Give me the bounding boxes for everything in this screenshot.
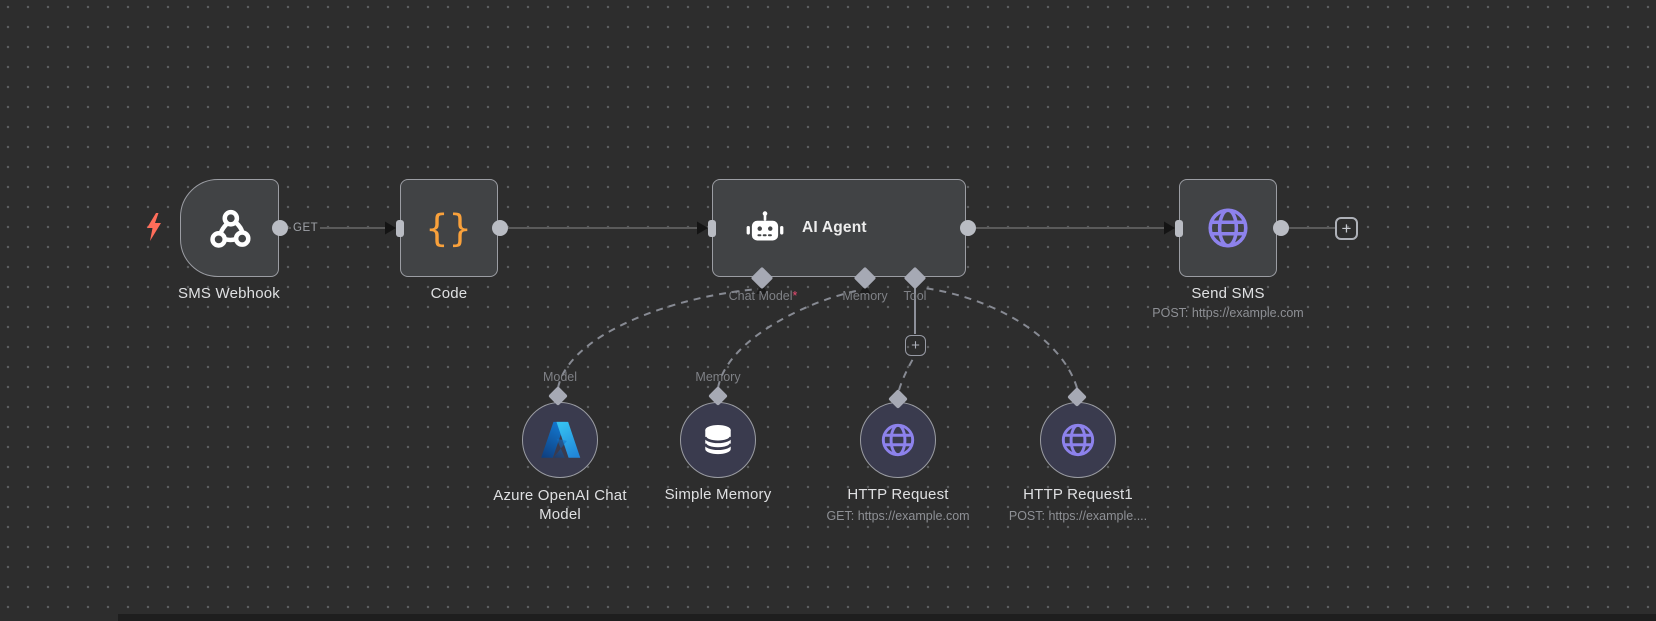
- azure-model-port-label: Model: [542, 370, 578, 384]
- send-sms-label: Send SMS: [1191, 285, 1265, 302]
- webhook-output-port[interactable]: [272, 220, 288, 236]
- arrowhead-icon: [1164, 221, 1175, 235]
- code-label: Code: [430, 285, 468, 302]
- required-asterisk: *: [792, 289, 798, 303]
- connection-memory-to-agent[interactable]: [717, 289, 862, 389]
- webhook-icon: [209, 209, 251, 248]
- send-sms-input-port[interactable]: [1175, 220, 1183, 237]
- simple-memory-label: Simple Memory: [664, 486, 772, 503]
- ai-agent-output-port[interactable]: [960, 220, 976, 236]
- arrowhead-icon: [697, 221, 708, 235]
- globe-icon: [1208, 208, 1248, 248]
- code-output-port[interactable]: [492, 220, 508, 236]
- connection-label-get: GET: [291, 221, 321, 236]
- node-code[interactable]: {}: [400, 179, 498, 277]
- connection-httprequest1-to-tool[interactable]: [923, 287, 1078, 389]
- database-icon: [703, 425, 733, 455]
- arrowhead-icon: [756, 284, 768, 294]
- http-request-label: HTTP Request: [847, 486, 949, 503]
- node-simple-memory[interactable]: [680, 402, 756, 478]
- memory-port-label: Memory: [842, 289, 888, 303]
- node-azure-openai-chat-model[interactable]: [522, 402, 598, 478]
- http-request1-subtitle: POST: https://example....: [1008, 509, 1148, 523]
- simple-memory-port-label: Memory: [695, 370, 741, 384]
- tool-port-label: Tool: [903, 289, 927, 303]
- lightning-trigger-icon: [147, 213, 161, 241]
- ai-agent-input-port[interactable]: [708, 220, 716, 237]
- robot-icon: [746, 211, 784, 241]
- globe-icon: [1061, 423, 1095, 457]
- node-send-sms[interactable]: [1179, 179, 1277, 277]
- http-request-subtitle: GET: https://example.com: [826, 509, 970, 523]
- add-tool-button[interactable]: +: [905, 335, 926, 356]
- code-input-port[interactable]: [396, 220, 404, 237]
- bottom-edge-bar: [118, 614, 1656, 621]
- node-ai-agent[interactable]: AI Agent: [712, 179, 966, 277]
- ai-agent-title: AI Agent: [802, 219, 867, 236]
- connection-httprequest-to-tool[interactable]: [898, 356, 915, 391]
- chat-model-port-text: Chat Model: [728, 289, 793, 303]
- send-sms-subtitle: POST: https://example.com: [1152, 306, 1304, 320]
- http-request1-label: HTTP Request1: [1023, 486, 1133, 503]
- azure-icon: [541, 421, 581, 458]
- chat-model-port-label: Chat Model*: [729, 289, 798, 303]
- add-next-node-button[interactable]: +: [1335, 217, 1358, 240]
- sms-webhook-label: SMS Webhook: [178, 285, 280, 302]
- arrowhead-icon: [385, 221, 396, 235]
- node-http-request1[interactable]: [1040, 402, 1116, 478]
- node-sms-webhook[interactable]: [180, 179, 279, 277]
- connection-azure-to-chatmodel[interactable]: [557, 288, 759, 389]
- node-http-request[interactable]: [860, 402, 936, 478]
- send-sms-output-port[interactable]: [1273, 220, 1289, 236]
- arrowhead-icon: [859, 284, 871, 294]
- curly-braces-icon: {}: [425, 206, 473, 250]
- globe-icon: [881, 423, 915, 457]
- azure-openai-label: Azure OpenAI Chat Model: [493, 487, 627, 523]
